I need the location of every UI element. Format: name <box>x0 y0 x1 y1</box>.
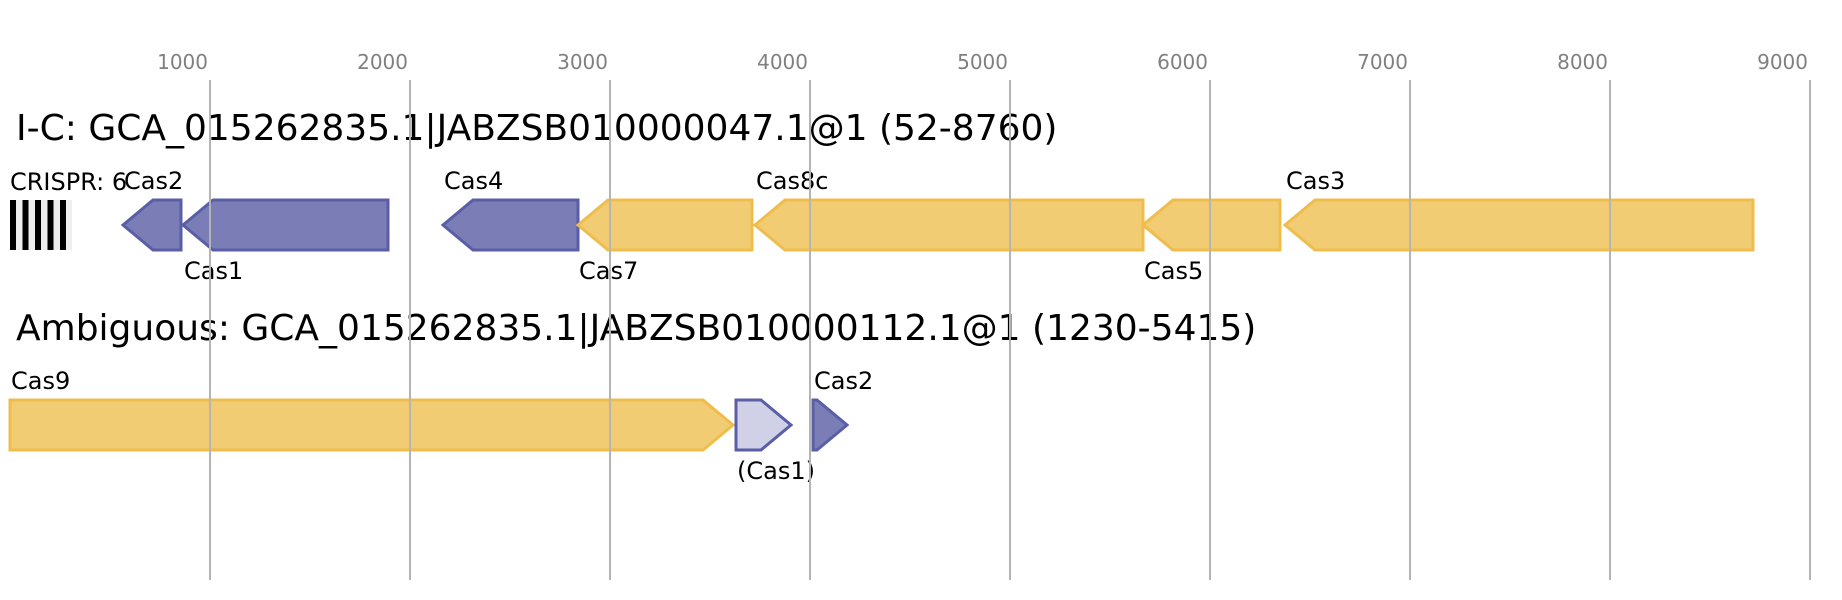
gene-label-cas1: Cas1 <box>184 257 243 285</box>
locus-title-2: Ambiguous: GCA_015262835.1|JABZSB0100001… <box>16 308 1256 349</box>
text-layer: I-C: GCA_015262835.1|JABZSB010000047.1@1… <box>10 108 1345 485</box>
tick-label-4000: 4000 <box>757 50 808 74</box>
tick-label-9000: 9000 <box>1757 50 1808 74</box>
tick-label-2000: 2000 <box>357 50 408 74</box>
gene-label-cas9: Cas9 <box>11 367 70 395</box>
crispr-repeat-bar <box>35 200 41 250</box>
gene-arrow-cas2[interactable] <box>120 198 183 252</box>
gene-arrow-cas8c[interactable] <box>752 198 1145 252</box>
gene-label-cas5: Cas5 <box>1144 257 1203 285</box>
axis-ticks: 1000 2000 3000 4000 5000 6000 7000 8000 9000 <box>157 50 1808 74</box>
gene-arrow-cas9[interactable] <box>8 398 736 452</box>
gene-arrow-cas5[interactable] <box>1140 198 1282 252</box>
gene-label-cas8c: Cas8c <box>756 167 828 195</box>
crispr-repeat-bar <box>60 200 66 250</box>
crispr-repeat-bar <box>10 200 16 250</box>
gene-arrow-cas1[interactable] <box>180 198 390 252</box>
locus-title-1: I-C: GCA_015262835.1|JABZSB010000047.1@1… <box>16 108 1057 149</box>
gene-label-cas2: Cas2 <box>814 367 873 395</box>
gene-label-cas1: (Cas1) <box>737 457 815 485</box>
tick-label-3000: 3000 <box>557 50 608 74</box>
grid-layer <box>209 80 1811 580</box>
crispr-array-label: CRISPR: 6 <box>10 168 127 196</box>
crispr-array <box>10 200 72 250</box>
tick-label-8000: 8000 <box>1557 50 1608 74</box>
gene-arrow-cas4[interactable] <box>440 198 580 252</box>
gene-label-cas3: Cas3 <box>1286 167 1345 195</box>
gene-arrow-cas7[interactable] <box>575 198 754 252</box>
gene-label-cas4: Cas4 <box>444 167 503 195</box>
tick-label-6000: 6000 <box>1157 50 1208 74</box>
gene-label-cas2: Cas2 <box>124 167 183 195</box>
tick-label-7000: 7000 <box>1357 50 1408 74</box>
tick-label-1000: 1000 <box>157 50 208 74</box>
gene-shapes-layer <box>8 198 1755 452</box>
crispr-repeat-bar <box>47 200 54 250</box>
gene-label-cas7: Cas7 <box>579 257 638 285</box>
gene-arrow-cas2[interactable] <box>811 398 850 452</box>
crispr-repeat-bar <box>22 200 29 250</box>
tick-label-5000: 5000 <box>957 50 1008 74</box>
gene-arrow-cas1[interactable] <box>734 398 794 452</box>
gene-arrow-cas3[interactable] <box>1282 198 1755 252</box>
